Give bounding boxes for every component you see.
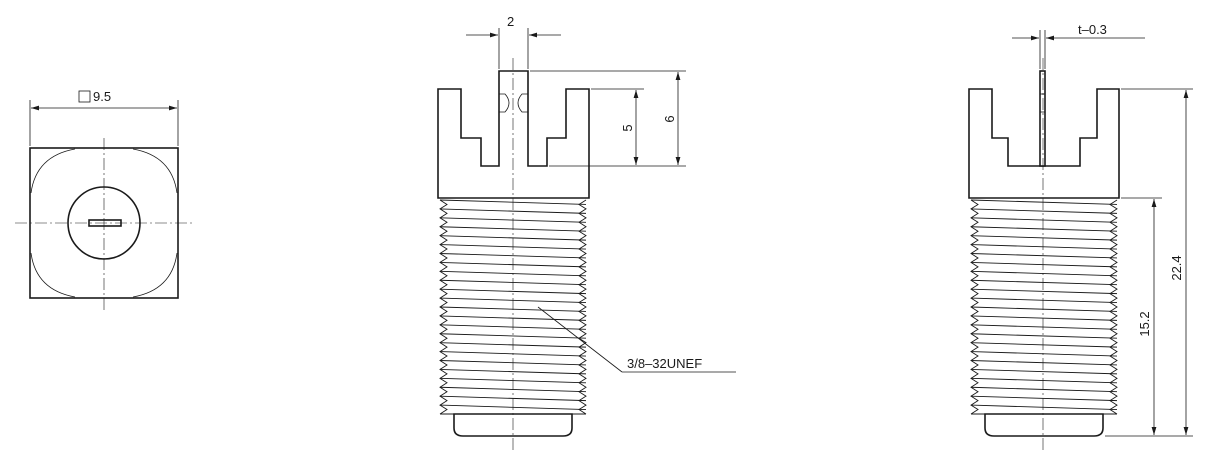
thread-crest-line	[970, 306, 1118, 312]
thread-crest-line	[970, 333, 1118, 339]
side-view-tip	[984, 413, 1104, 437]
thread-crest-line	[970, 279, 1118, 286]
thread-crest-line	[970, 226, 1118, 232]
thread-crest-line	[970, 297, 1118, 303]
thread-crest-line	[970, 261, 1118, 268]
dim-label-total-length: 22.4	[1169, 255, 1184, 280]
square-symbol	[78, 90, 91, 103]
dim-label-slot-width: 2	[507, 14, 514, 29]
corner-chamfer-top-left	[30, 148, 76, 194]
thread-crest-line	[970, 315, 1118, 321]
thread-crest-line	[970, 288, 1118, 295]
dim-label-slot-depth: 5	[620, 124, 635, 131]
side-view-threads	[970, 199, 1118, 415]
front-view: 2 5 6 3/8–32UNEF	[437, 14, 736, 450]
thread-callout-label: 3/8–32UNEF	[627, 356, 702, 371]
side-view-head	[968, 88, 1120, 199]
thread-crest-line	[970, 368, 1118, 375]
top-view: 9.5	[15, 89, 193, 312]
pin-notch	[499, 93, 528, 113]
thread-crest-line	[970, 395, 1118, 402]
corner-chamfer-bottom-right	[132, 252, 178, 298]
side-view: t–0.3 15.2 22.4	[968, 22, 1193, 450]
corner-chamfer-top-right	[132, 148, 178, 194]
thread-crest-line	[970, 360, 1118, 366]
dim-label-thread-length: 15.2	[1137, 311, 1152, 336]
thread-crest-line	[970, 217, 1118, 223]
thread-crest-line	[970, 342, 1118, 348]
dim-label-width: 9.5	[93, 89, 111, 104]
corner-chamfer-bottom-left	[30, 252, 76, 298]
thread-crest-line	[970, 324, 1118, 330]
thread-crest-line	[439, 235, 587, 241]
thread-crest-line	[970, 253, 1118, 259]
thread-crest-line	[970, 386, 1118, 393]
thread-crest-line	[439, 333, 587, 339]
thread-crest-line	[439, 368, 587, 375]
thread-crest-line	[439, 253, 587, 259]
front-view-head	[437, 70, 590, 199]
thread-crest-line	[970, 404, 1118, 410]
thread-crest-line	[970, 351, 1118, 357]
thread-crest-line	[970, 208, 1118, 214]
thread-crest-line	[970, 235, 1118, 241]
side-view-pin	[1039, 70, 1046, 167]
thread-crest-line	[970, 199, 1118, 205]
thread-profile-edge	[578, 199, 587, 415]
thread-crest-line	[970, 244, 1118, 250]
thread-profile-edge	[1109, 199, 1118, 415]
thread-crest-line	[970, 270, 1118, 277]
thread-crest-line	[439, 208, 587, 214]
leader-line	[537, 306, 623, 373]
dim-label-thickness: t–0.3	[1078, 22, 1107, 37]
dim-label-head-height: 6	[662, 115, 677, 122]
thread-crest-line	[970, 377, 1118, 384]
thread-crest-line	[439, 288, 587, 295]
